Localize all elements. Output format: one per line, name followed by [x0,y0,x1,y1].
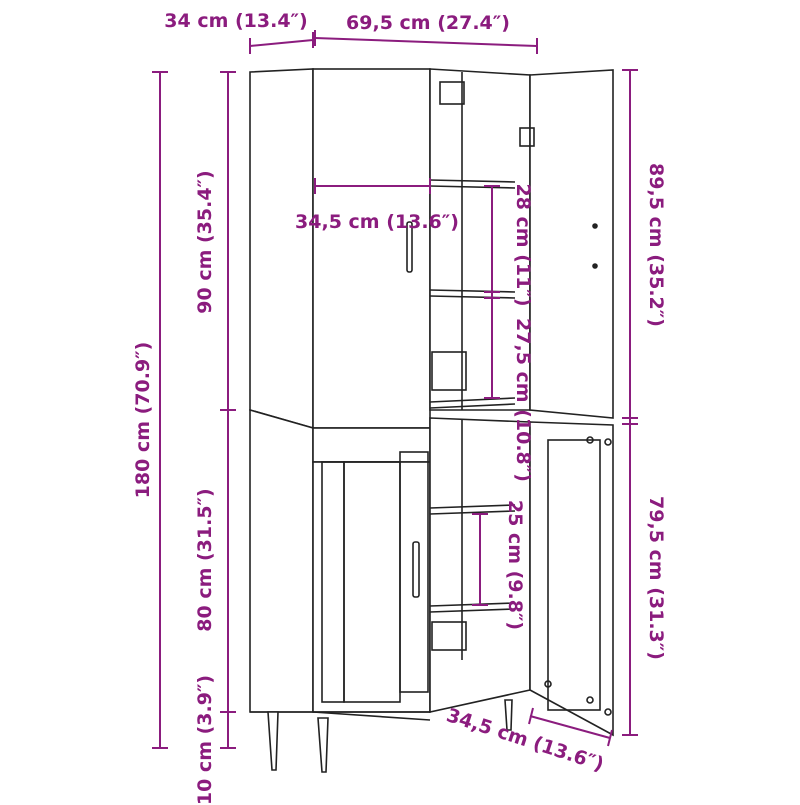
shelf-gap-2-label: 27,5 cm (10.8″) [512,318,534,482]
total-height-label: 180 cm (70.9″) [132,341,154,499]
upper-height-label: 90 cm (35.4″) [194,170,216,314]
leg-height-label: 10 cm (3.9″) [194,674,216,805]
lower-height-label: 80 cm (31.5″) [194,488,216,632]
upper-door-height-label: 89,5 cm (35.2″) [645,163,667,327]
depth-top-label: 34 cm (13.4″) [164,10,308,32]
width-label: 69,5 cm (27.4″) [346,12,510,34]
shelf-gap-1-label: 28 cm (11″) [512,183,534,307]
shelf-gap-3-label: 25 cm (9.8″) [504,499,526,631]
shelf-depth-upper-label: 34,5 cm (13.6″) [295,211,459,233]
lower-door-height-label: 79,5 cm (31.3″) [645,496,667,660]
